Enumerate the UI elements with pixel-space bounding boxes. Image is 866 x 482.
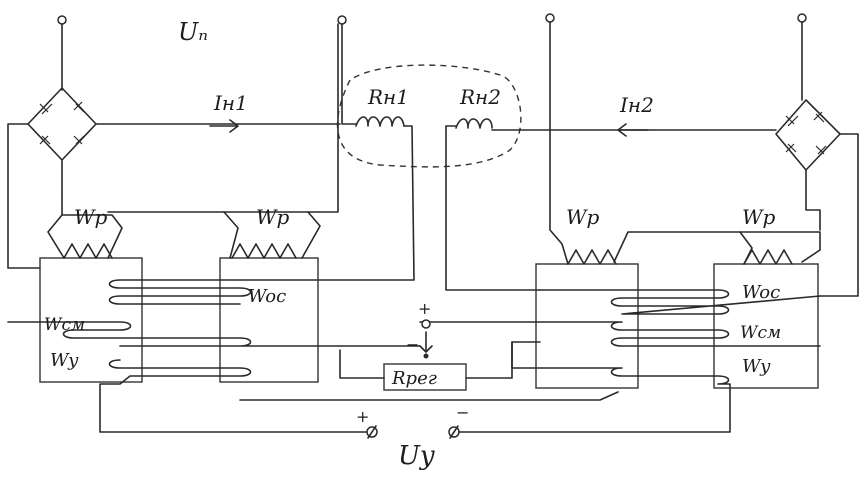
wp-label-left-2: Wp — [256, 205, 290, 229]
wcm-label-right: Wcм — [740, 323, 781, 343]
control-minus-label: − — [456, 403, 469, 422]
supply-voltage-label: Uₙ — [178, 18, 208, 46]
wp-label-right-2: Wp — [742, 205, 776, 229]
right-wy-winding — [455, 341, 731, 433]
bias-supply — [419, 319, 433, 359]
right-bridge-rectifier — [775, 21, 859, 297]
control-terminals — [366, 425, 460, 439]
right-woc-winding — [539, 289, 821, 315]
load-right-label: Rн2 — [459, 85, 501, 109]
current-arrow-right — [617, 123, 649, 137]
control-voltage-label: Uy — [398, 441, 435, 471]
supply-terminals — [57, 13, 807, 25]
bias-plus-label: + — [418, 299, 431, 318]
current-arrow-left — [209, 119, 239, 133]
right-amplifier-cores — [535, 263, 819, 389]
right-wcm-winding — [419, 321, 821, 347]
left-amplifier-cores — [39, 257, 319, 383]
left-bridge-rectifier — [7, 23, 341, 269]
woc-label-left: Woc — [248, 286, 286, 307]
left-wy-winding — [99, 359, 371, 433]
rheostat — [339, 341, 541, 391]
left-wcm-winding — [7, 321, 421, 347]
rheostat-label: Rрег — [391, 368, 437, 389]
wp-label-right-1: Wp — [566, 205, 600, 229]
control-plus-label: + — [356, 407, 369, 426]
wcm-label-left: Wcм — [44, 315, 85, 335]
right-wp-windings — [549, 21, 821, 265]
current-left-label: Iн1 — [213, 91, 248, 115]
woc-label-right: Woc — [742, 282, 780, 303]
load-coil-left — [239, 23, 415, 281]
left-woc-winding — [108, 279, 252, 305]
cross-connection-wire — [239, 391, 619, 401]
wp-label-left-1: Wp — [74, 205, 108, 229]
load-left-label: Rн1 — [367, 85, 409, 109]
current-right-label: Iн2 — [619, 93, 654, 117]
bias-minus-label: − — [406, 335, 419, 354]
wy-label-right: Wy — [742, 356, 771, 377]
left-wp-windings — [47, 23, 339, 259]
wy-label-left: Wy — [50, 350, 79, 371]
load-enclosure — [336, 64, 522, 168]
